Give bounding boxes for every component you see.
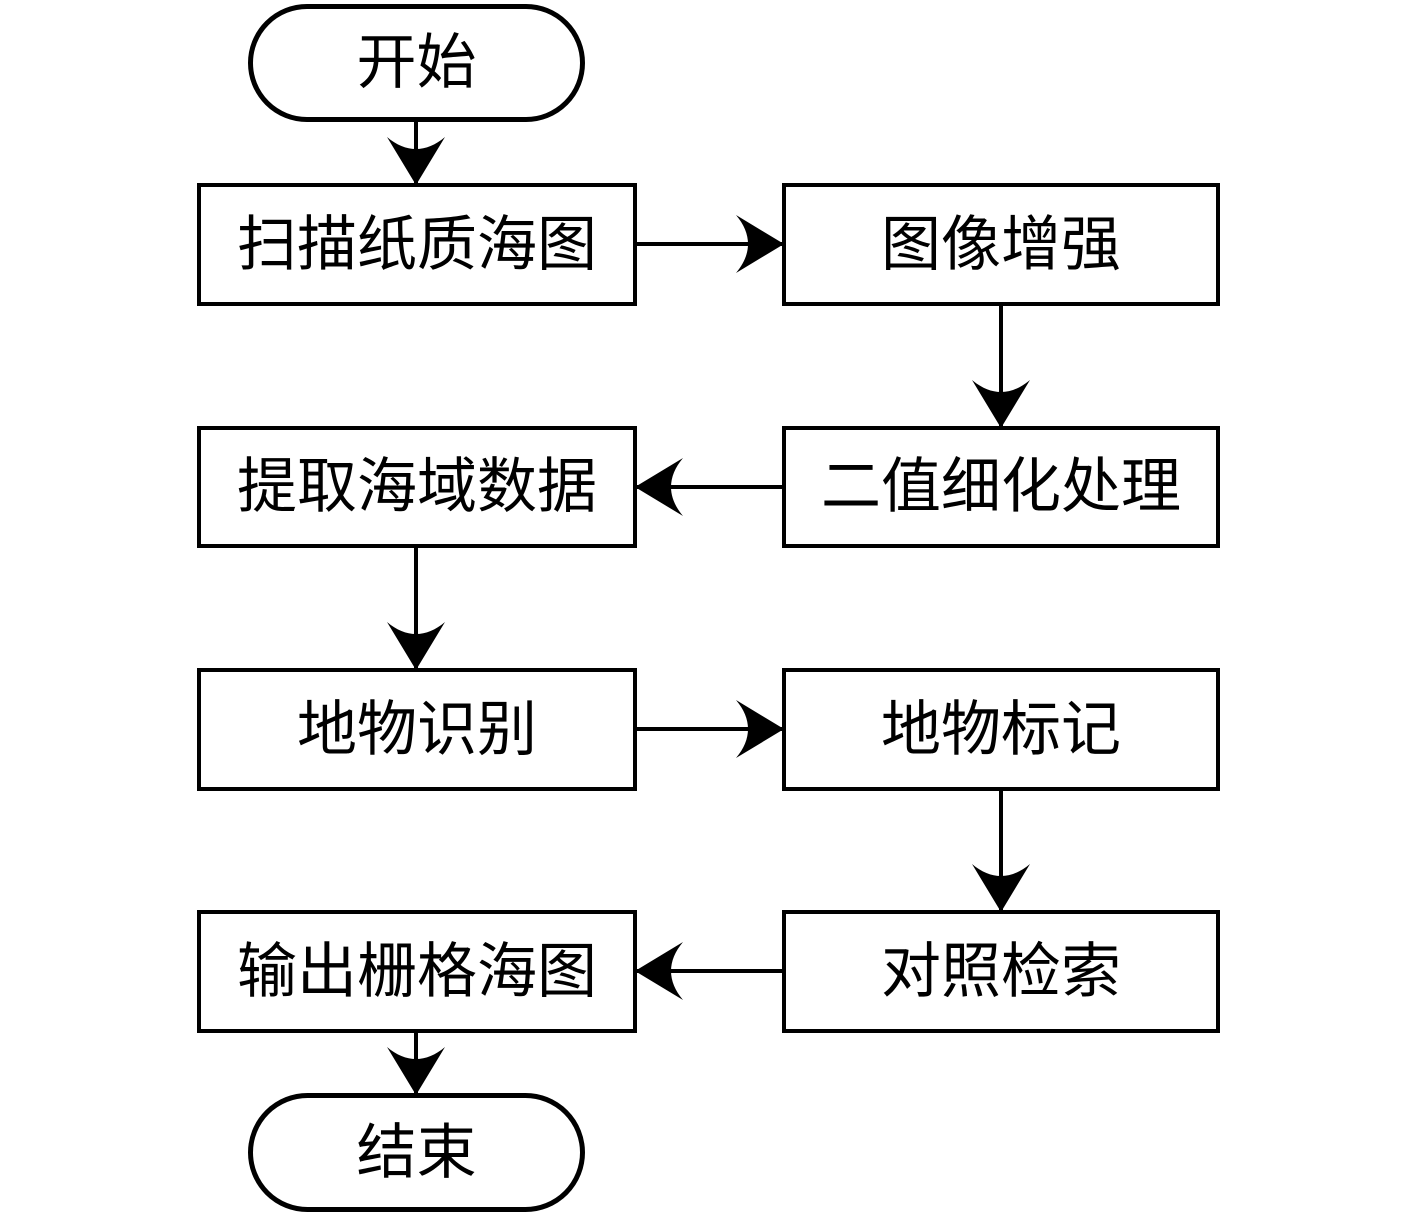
node-extract: 提取海域数据	[197, 426, 637, 548]
node-mark: 地物标记	[782, 668, 1220, 791]
node-start: 开始	[248, 4, 585, 122]
node-binarize: 二值细化处理	[782, 426, 1220, 548]
node-end-label: 结束	[356, 1119, 477, 1186]
node-retrieve: 对照检索	[782, 910, 1220, 1033]
node-scan: 扫描纸质海图	[197, 183, 637, 306]
node-enhance-label: 图像增强	[881, 211, 1121, 278]
node-extract-label: 提取海域数据	[237, 454, 597, 520]
node-end: 结束	[248, 1093, 585, 1212]
node-start-label: 开始	[356, 30, 477, 96]
node-recognize-label: 地物识别	[297, 696, 537, 763]
node-binarize-label: 二值细化处理	[821, 454, 1181, 520]
node-output-label: 输出栅格海图	[237, 938, 597, 1005]
node-mark-label: 地物标记	[881, 696, 1121, 763]
node-scan-label: 扫描纸质海图	[237, 211, 597, 278]
node-enhance: 图像增强	[782, 183, 1220, 306]
node-recognize: 地物识别	[197, 668, 637, 791]
node-output: 输出栅格海图	[197, 910, 637, 1033]
node-retrieve-label: 对照检索	[881, 938, 1121, 1005]
